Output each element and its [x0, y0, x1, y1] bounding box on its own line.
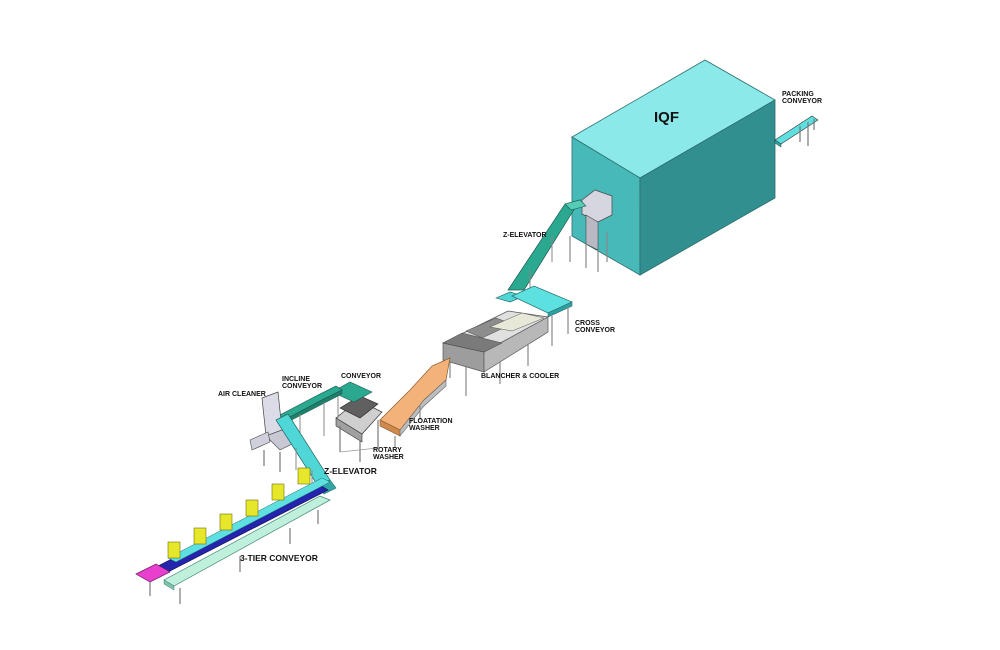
floatation-washer-label-line1: FLOATATION	[409, 418, 453, 425]
three-tier-conveyor	[135, 467, 331, 604]
inspection-head-4	[245, 499, 259, 517]
iqf-freezer	[571, 59, 776, 276]
blancher-and-cooler	[441, 310, 550, 396]
cross-conveyor-label-line2: CONVEYOR	[575, 327, 616, 335]
incline-conveyor-label-line2: CONVEYOR	[282, 383, 323, 391]
packing-conveyor	[774, 115, 819, 148]
air-cleaner-label: AIR CLEANER	[218, 391, 266, 398]
cross-conveyor-label: CROSS CONVEYOR	[575, 320, 615, 335]
iqf-infeed-hopper	[569, 189, 613, 272]
cross-conveyor	[511, 285, 573, 346]
blancher-cooler-label: BLANCHER & COOLER	[481, 373, 560, 380]
iqf-side-face	[639, 99, 776, 276]
iqf-label: IQF	[654, 109, 679, 126]
rotary-washer-label: ROTARY WASHER	[373, 447, 404, 462]
upper-z-elevator	[495, 199, 587, 303]
floatation-washer-label: FLOATATION WASHER	[409, 418, 453, 433]
inspection-head-1	[167, 541, 181, 559]
floatation-washer-label-line2: WASHER	[409, 425, 440, 433]
incline-conveyor-label: INCLINE CONVEYOR	[282, 376, 322, 391]
z-elevator-bottom-label: Z-ELEVATOR	[324, 466, 377, 476]
inspection-head-6	[297, 467, 311, 485]
inspection-head-2	[193, 527, 207, 545]
air-cleaner	[249, 391, 297, 472]
short-conveyor	[331, 381, 373, 418]
packing-conveyor-label-line1: PACKING	[782, 91, 814, 98]
conveyor-label: CONVEYOR	[341, 373, 382, 380]
incline-conveyor	[277, 385, 343, 444]
rotary-washer-label-line1: ROTARY	[373, 447, 402, 454]
packing-conveyor-label: PACKING CONVEYOR	[782, 91, 822, 106]
floatation-washer	[379, 357, 451, 448]
z-elevator-top-label: Z-ELEVATOR	[503, 232, 547, 239]
packing-conveyor-label-line2: CONVEYOR	[782, 98, 823, 106]
rotary-washer	[335, 395, 383, 462]
rotary-washer-label-line2: WASHER	[373, 454, 404, 462]
three-tier-conveyor-label: 3-TIER CONVEYOR	[240, 553, 318, 563]
inspection-head-3	[219, 513, 233, 531]
cross-conveyor-label-line1: CROSS	[575, 320, 600, 327]
incline-conveyor-label-line1: INCLINE	[282, 376, 310, 383]
inspection-head-5	[271, 483, 285, 501]
